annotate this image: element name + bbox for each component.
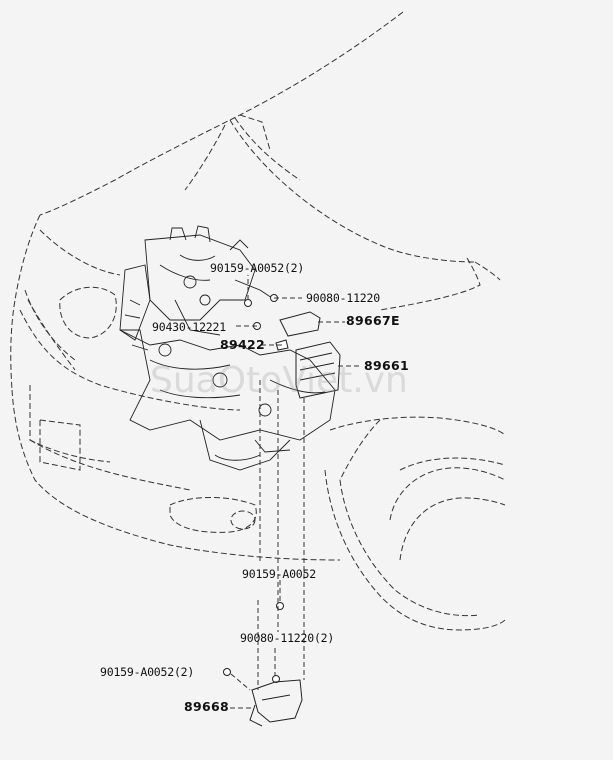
watermark-text: SuaOtoViet.vn (150, 360, 408, 401)
part-label-89661: 89661 (364, 358, 409, 373)
part-label-89422: 89422 (220, 337, 265, 352)
part-label-90080-11220: 90080-11220 (306, 291, 380, 305)
part-label-90430-12221: 90430-12221 (152, 320, 226, 334)
part-label-89668: 89668 (184, 699, 229, 714)
part-label-90159-A0052: 90159-A0052 (242, 567, 316, 581)
part-label-90159-A0052-2-upper: 90159-A0052(2) (210, 261, 305, 275)
part-label-89667E: 89667E (346, 313, 400, 328)
part-label-90080-11220-2: 90080-11220(2) (240, 631, 335, 645)
part-label-90159-A0052-2-lower: 90159-A0052(2) (100, 665, 195, 679)
